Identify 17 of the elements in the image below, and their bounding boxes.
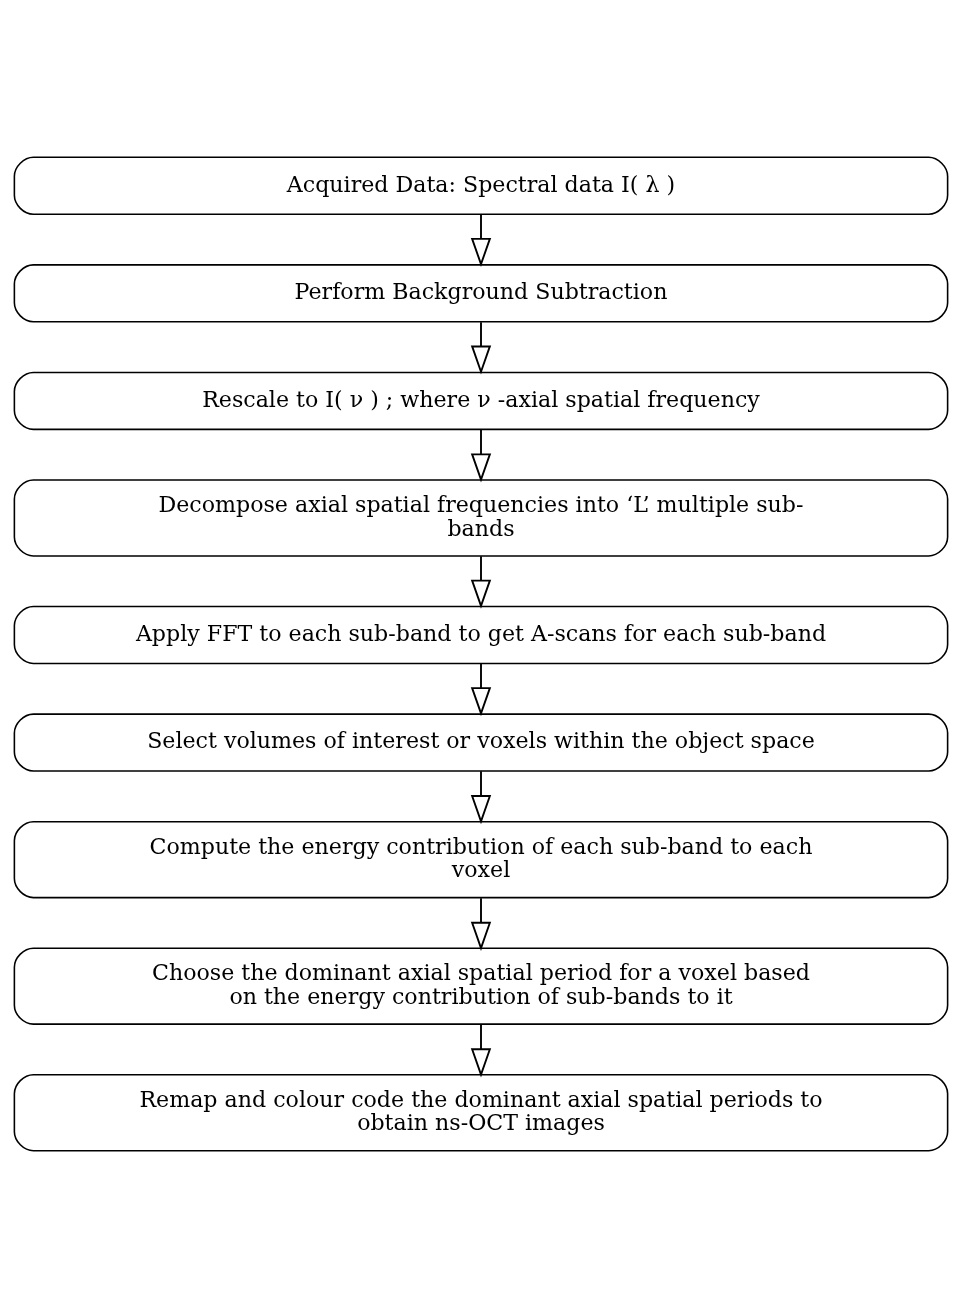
- arrow: [470, 428, 492, 483]
- node-box: Rescale to I( ν ) ; where ν -axial spatial frequency: [13, 371, 949, 430]
- node-box: Apply FFT to each sub-band to get A-scans for each sub-band: [13, 605, 949, 664]
- arrow: [470, 320, 492, 375]
- arrow: [470, 662, 492, 716]
- node-box: Choose the dominant axial spatial period for a voxel based on the energy contribution of sub-bands to it: [13, 946, 949, 1025]
- node-box: Perform Background Subtraction: [13, 263, 949, 323]
- arrow: [470, 769, 492, 824]
- arrow: [470, 1023, 492, 1077]
- node-box: Decompose axial spatial frequencies into ‘L’ multiple sub-bands: [13, 478, 949, 557]
- node-box: Remap and colour code the dominant axial spatial periods to obtain ns-OCT images: [13, 1073, 949, 1151]
- arrow: [470, 896, 492, 951]
- arrow: [470, 213, 492, 267]
- arrow: [470, 554, 492, 609]
- node-box: Compute the energy contribution of each sub-band to each voxel: [13, 820, 949, 898]
- node-box: Acquired Data: Spectral data I( λ ): [13, 156, 949, 215]
- node-box: Select volumes of interest or voxels within the object space: [13, 712, 949, 772]
